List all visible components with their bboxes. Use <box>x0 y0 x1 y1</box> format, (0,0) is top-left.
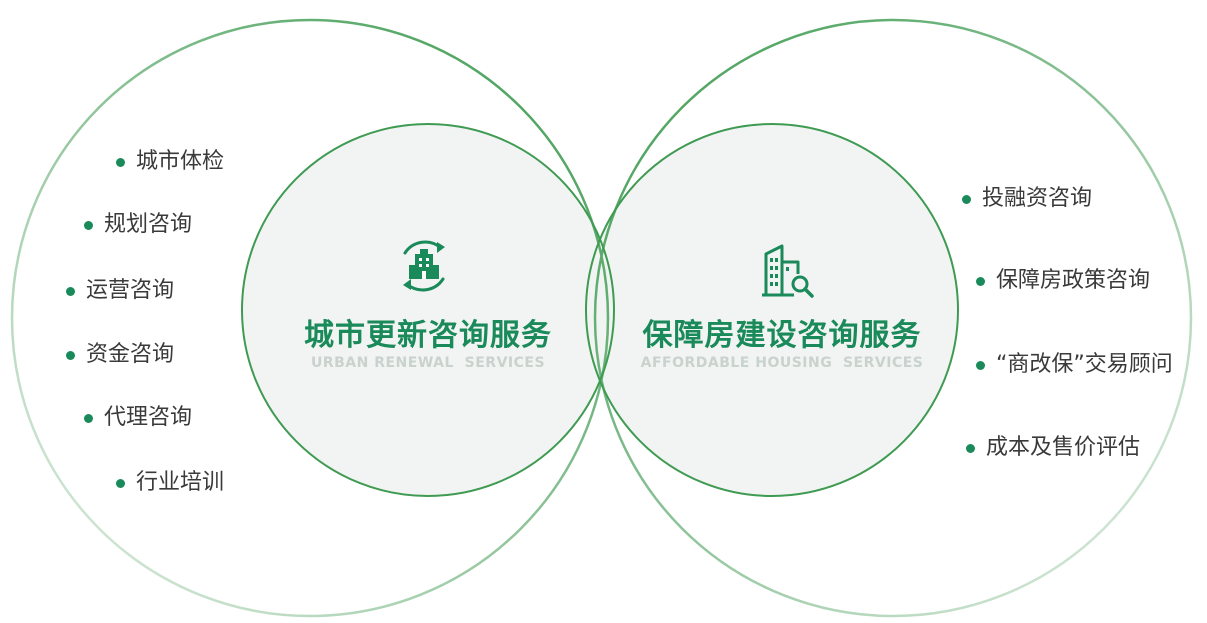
bullet-icon <box>66 286 75 296</box>
item-label: 规划咨询 <box>104 212 193 237</box>
item-label: 保障房政策咨询 <box>996 268 1151 293</box>
list-item: 成本及售价评估 <box>966 437 1140 459</box>
item-label: 成本及售价评估 <box>986 435 1141 460</box>
bullet-icon <box>976 276 985 286</box>
bullet-icon <box>84 413 93 423</box>
item-label: “商改保”交易顾问 <box>996 352 1173 377</box>
bullet-icon <box>966 443 975 453</box>
bullet-icon <box>976 360 985 370</box>
list-item: “商改保”交易顾问 <box>976 354 1173 376</box>
list-item: 行业培训 <box>116 472 224 494</box>
left-inner-ring <box>241 123 615 497</box>
item-label: 行业培训 <box>136 470 225 495</box>
bullet-icon <box>962 194 971 204</box>
right-subtitle: AFFORDABLE HOUSING SERVICES <box>640 355 924 371</box>
left-subtitle: URBAN RENEWAL SERVICES <box>310 355 546 371</box>
list-item: 城市体检 <box>116 151 224 173</box>
list-item: 运营咨询 <box>66 280 174 302</box>
item-label: 运营咨询 <box>86 278 175 303</box>
list-item: 保障房政策咨询 <box>976 270 1150 292</box>
item-label: 资金咨询 <box>86 342 175 367</box>
item-label: 代理咨询 <box>104 405 193 430</box>
list-item: 投融资咨询 <box>962 188 1092 210</box>
right-title: 保障房建设咨询服务 <box>642 318 922 353</box>
bullet-icon <box>116 478 125 488</box>
bullet-icon <box>84 220 93 230</box>
building-search-icon <box>762 244 814 298</box>
bullet-icon <box>66 350 75 360</box>
item-label: 城市体检 <box>136 149 225 174</box>
item-label: 投融资咨询 <box>982 186 1093 211</box>
list-item: 规划咨询 <box>84 214 192 236</box>
list-item: 代理咨询 <box>84 407 192 429</box>
left-title: 城市更新咨询服务 <box>304 318 552 353</box>
left-outer-ring <box>10 18 610 618</box>
list-item: 资金咨询 <box>66 344 174 366</box>
right-inner-ring <box>585 123 959 497</box>
building-refresh-icon <box>403 240 445 292</box>
right-outer-ring <box>593 18 1193 618</box>
bullet-icon <box>116 157 125 167</box>
